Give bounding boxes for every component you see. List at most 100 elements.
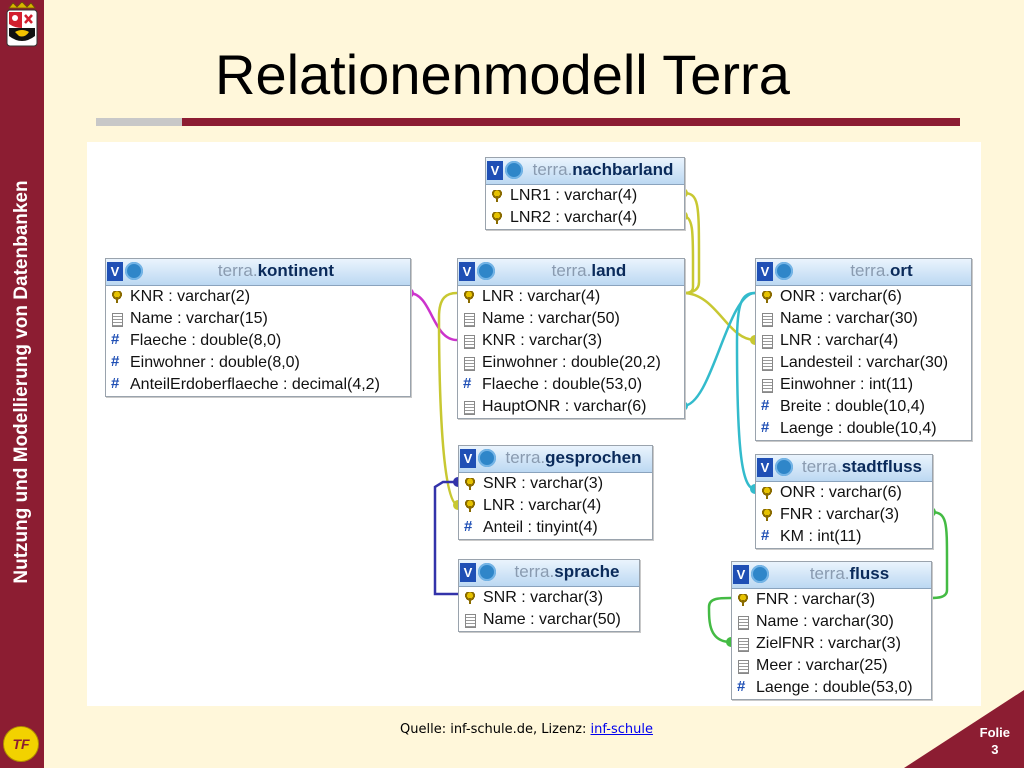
numeric-field-icon: # <box>111 331 120 348</box>
column-row[interactable]: LNR2 : varchar(4) <box>486 207 684 229</box>
key-icon <box>761 291 773 303</box>
text-field-icon <box>465 614 476 628</box>
column-text: SNR : varchar(3) <box>483 475 604 492</box>
column-row[interactable]: Name : varchar(30) <box>756 308 971 330</box>
numeric-field-icon: # <box>761 419 770 436</box>
column-row[interactable]: Name : varchar(30) <box>732 611 931 633</box>
gear-icon <box>478 563 496 581</box>
column-row[interactable]: Name : varchar(50) <box>458 308 684 330</box>
column-text: KM : int(11) <box>780 528 862 545</box>
column-row[interactable]: Name : varchar(15) <box>106 308 410 330</box>
text-field-icon <box>762 313 773 327</box>
column-row[interactable]: #Laenge : double(10,4) <box>756 418 971 440</box>
column-row[interactable]: ONR : varchar(6) <box>756 286 971 308</box>
crest-icon <box>6 2 38 47</box>
key-icon <box>761 509 773 521</box>
column-row[interactable]: ZielFNR : varchar(3) <box>732 633 931 655</box>
key-icon <box>761 487 773 499</box>
relation-line <box>433 480 458 596</box>
title-rule-grey <box>96 118 182 126</box>
column-row[interactable]: Einwohner : double(20,2) <box>458 352 684 374</box>
key-icon <box>737 594 749 606</box>
sidebar-title: Nutzung und Modellierung von Datenbanken <box>11 180 32 584</box>
column-row[interactable]: LNR : varchar(4) <box>458 286 684 308</box>
table-title: terra.kontinent <box>146 261 406 281</box>
column-row[interactable]: #Laenge : double(53,0) <box>732 677 931 699</box>
column-text: Breite : double(10,4) <box>780 398 925 415</box>
view-badge-icon: V <box>460 449 476 468</box>
sidebar-band: Nutzung und Modellierung von Datenbanken… <box>0 0 44 768</box>
column-text: ONR : varchar(6) <box>780 288 902 305</box>
column-row[interactable]: SNR : varchar(3) <box>459 587 639 609</box>
column-row[interactable]: #Flaeche : double(8,0) <box>106 330 410 352</box>
column-row[interactable]: FNR : varchar(3) <box>756 504 932 526</box>
column-row[interactable]: # Breite : double(10,4) <box>756 396 971 418</box>
tf-logo: TF <box>3 726 39 762</box>
table-name: nachbarland <box>572 160 674 179</box>
column-text: LNR : varchar(4) <box>780 332 899 349</box>
relation-line <box>682 291 756 342</box>
column-row[interactable]: #AnteilErdoberflaeche : decimal(4,2) <box>106 374 410 396</box>
gear-icon <box>125 262 143 280</box>
column-row[interactable]: # Einwohner : double(8,0) <box>106 352 410 374</box>
gear-icon <box>477 262 495 280</box>
schema-prefix: terra. <box>532 160 573 179</box>
text-field-icon <box>464 357 475 371</box>
column-row[interactable]: HauptONR : varchar(6) <box>458 396 684 418</box>
view-badge-icon: V <box>733 565 749 584</box>
relation-line <box>682 291 756 408</box>
column-text: LNR : varchar(4) <box>483 497 602 514</box>
text-field-icon <box>464 313 475 327</box>
column-row[interactable]: FNR : varchar(3) <box>732 589 931 611</box>
column-row[interactable]: LNR : varchar(4) <box>756 330 971 352</box>
column-row[interactable]: Einwohner : int(11) <box>756 374 971 396</box>
relation-line <box>735 291 756 491</box>
numeric-field-icon: # <box>463 375 472 392</box>
numeric-field-icon: # <box>761 527 770 544</box>
column-row[interactable]: LNR : varchar(4) <box>459 495 652 517</box>
column-text: KNR : varchar(2) <box>130 288 251 305</box>
key-icon <box>111 291 123 303</box>
column-row[interactable]: KNR : varchar(3) <box>458 330 684 352</box>
numeric-field-icon: # <box>111 353 120 370</box>
column-row[interactable]: Meer : varchar(25) <box>732 655 931 677</box>
numeric-field-icon: # <box>111 375 120 392</box>
license-link[interactable]: inf-schule <box>590 722 653 737</box>
numeric-field-icon: # <box>761 397 770 414</box>
column-row[interactable]: KNR : varchar(2) <box>106 286 410 308</box>
column-text: LNR1 : varchar(4) <box>510 187 638 204</box>
column-text: Einwohner : double(8,0) <box>130 354 300 371</box>
key-icon <box>464 478 476 490</box>
column-text: Einwohner : int(11) <box>780 376 914 393</box>
column-row[interactable]: Name : varchar(50) <box>459 609 639 631</box>
column-row[interactable]: # KM : int(11) <box>756 526 932 548</box>
schema-prefix: terra. <box>850 261 890 280</box>
column-row[interactable]: #Flaeche : double(53,0) <box>458 374 684 396</box>
column-row[interactable]: #Anteil : tinyint(4) <box>459 517 652 539</box>
column-row[interactable]: LNR1 : varchar(4) <box>486 185 684 207</box>
relation-line <box>682 191 701 295</box>
column-row[interactable]: Landesteil : varchar(30) <box>756 352 971 374</box>
source-caption: Quelle: inf-schule.de, Lizenz: inf-schul… <box>400 722 653 737</box>
column-row[interactable]: ONR : varchar(6) <box>756 482 932 504</box>
relation-line <box>437 291 459 507</box>
column-row[interactable]: SNR : varchar(3) <box>459 473 652 495</box>
table-name: fluss <box>849 564 890 583</box>
relation-line <box>408 291 458 342</box>
